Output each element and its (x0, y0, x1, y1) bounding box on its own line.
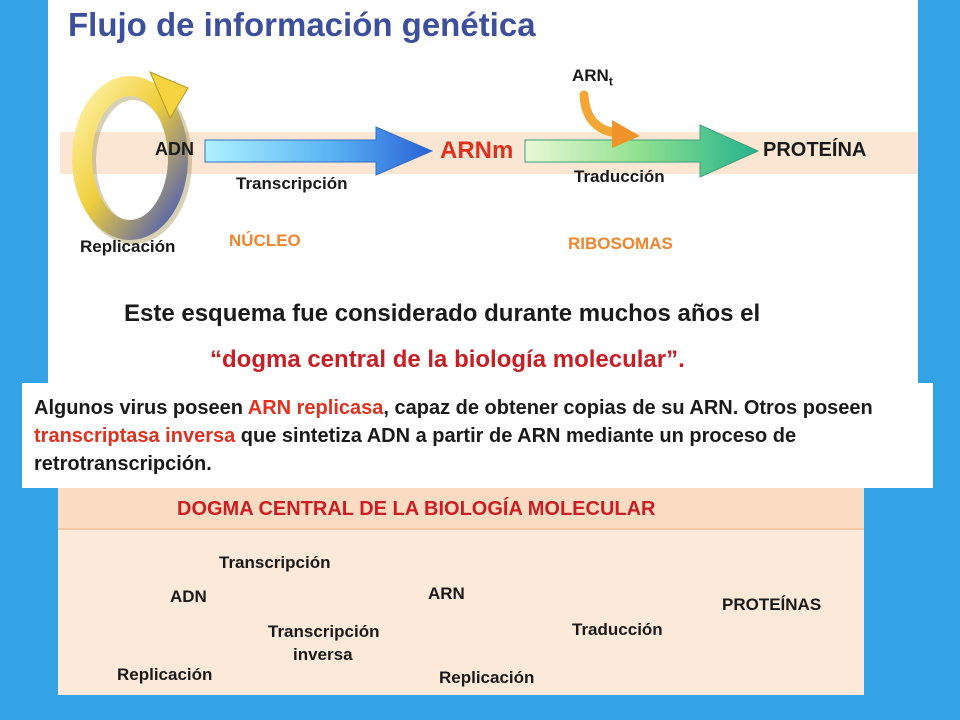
adn-label: ADN (155, 139, 194, 159)
dogma-transcription-label: Transcripción (219, 553, 331, 572)
trna-subscript: t (608, 74, 613, 89)
trna-curved-arrow (579, 90, 640, 148)
slide-title: Flujo de información genética (68, 6, 536, 43)
virus-note-box: Algunos virus poseen ARN replicasa, capa… (22, 383, 933, 488)
arnm-label: ARNm (440, 137, 514, 164)
dogma-arn-label: ARN (428, 584, 465, 603)
note-text-1: Algunos virus poseen (34, 397, 248, 419)
dogma-panel-header: DOGMA CENTRAL DE LA BIOLOGÍA MOLECULAR (58, 488, 864, 530)
statement-line-1: Este esquema fue considerado durante muc… (124, 300, 761, 327)
dogma-title: DOGMA CENTRAL DE LA BIOLOGÍA MOLECULAR (177, 498, 656, 520)
transcription-arrow (204, 126, 434, 176)
reverse-transcription-label-2: inversa (293, 645, 353, 664)
transcription-label: Transcripción (236, 174, 348, 193)
nucleus-label: NÚCLEO (229, 231, 301, 250)
protein-label: PROTEÍNA (763, 139, 867, 161)
translation-label: Traducción (574, 167, 665, 186)
ribosomes-label: RIBOSOMAS (568, 234, 673, 253)
dogma-adn-label: ADN (170, 587, 207, 606)
slide-top-area (48, 0, 918, 386)
dogma-proteins-label: PROTEÍNAS (722, 595, 822, 614)
statement-line-2: “dogma central de la biología molecular”… (210, 346, 685, 373)
dogma-replication-right-label: Replicación (439, 668, 535, 687)
trna-base: ARN (572, 66, 609, 85)
note-highlight-reverse-transcriptase: transcriptasa inversa (34, 425, 236, 447)
note-text-3: que sintetiza ADN a partir de ARN median… (34, 425, 797, 475)
dogma-translation-label: Traducción (572, 620, 663, 639)
note-highlight-rna-replicase: ARN replicasa (247, 397, 384, 419)
note-text-2: , capaz de obtener copias de su ARN. Otr… (383, 397, 873, 419)
trna-label: ARNt (572, 66, 613, 88)
reverse-transcription-label-1: Transcripción (268, 622, 380, 641)
replication-label: Replicación (80, 237, 176, 256)
dogma-panel: DOGMA CENTRAL DE LA BIOLOGÍA MOLECULAR (58, 488, 864, 695)
replication-cycle-icon (72, 71, 192, 244)
dogma-replication-left-label: Replicación (117, 665, 213, 684)
translation-arrow (524, 124, 760, 178)
flow-band (60, 132, 918, 174)
